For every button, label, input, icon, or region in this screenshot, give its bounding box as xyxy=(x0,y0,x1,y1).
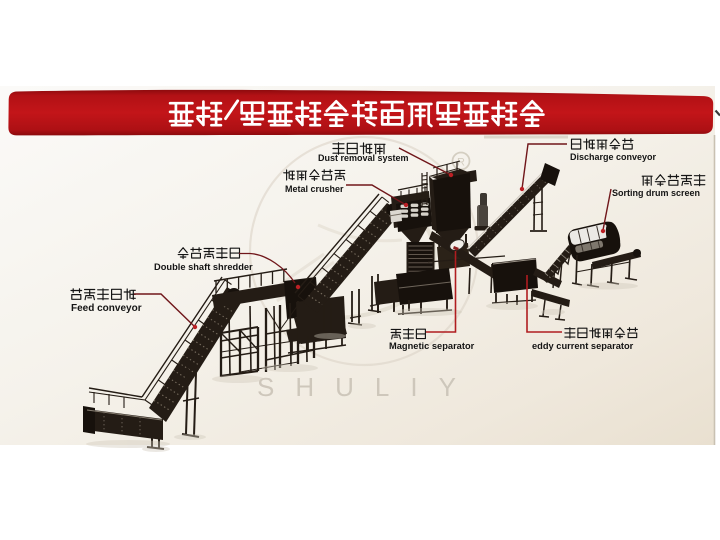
svg-text:Double shaft shredder: Double shaft shredder xyxy=(154,262,253,272)
svg-text:Sorting drum screen: Sorting drum screen xyxy=(612,188,700,198)
svg-text:Feed conveyor: Feed conveyor xyxy=(71,303,142,314)
svg-text:eddy current separator: eddy current separator xyxy=(532,341,634,351)
svg-text:SHULIY: SHULIY xyxy=(257,372,477,402)
svg-text:R: R xyxy=(457,157,465,169)
svg-text:Dust removal system: Dust removal system xyxy=(318,153,409,163)
svg-text:Magnetic separator: Magnetic separator xyxy=(389,341,475,351)
svg-text:Metal crusher: Metal crusher xyxy=(285,184,344,194)
svg-text:Discharge conveyor: Discharge conveyor xyxy=(570,152,657,162)
